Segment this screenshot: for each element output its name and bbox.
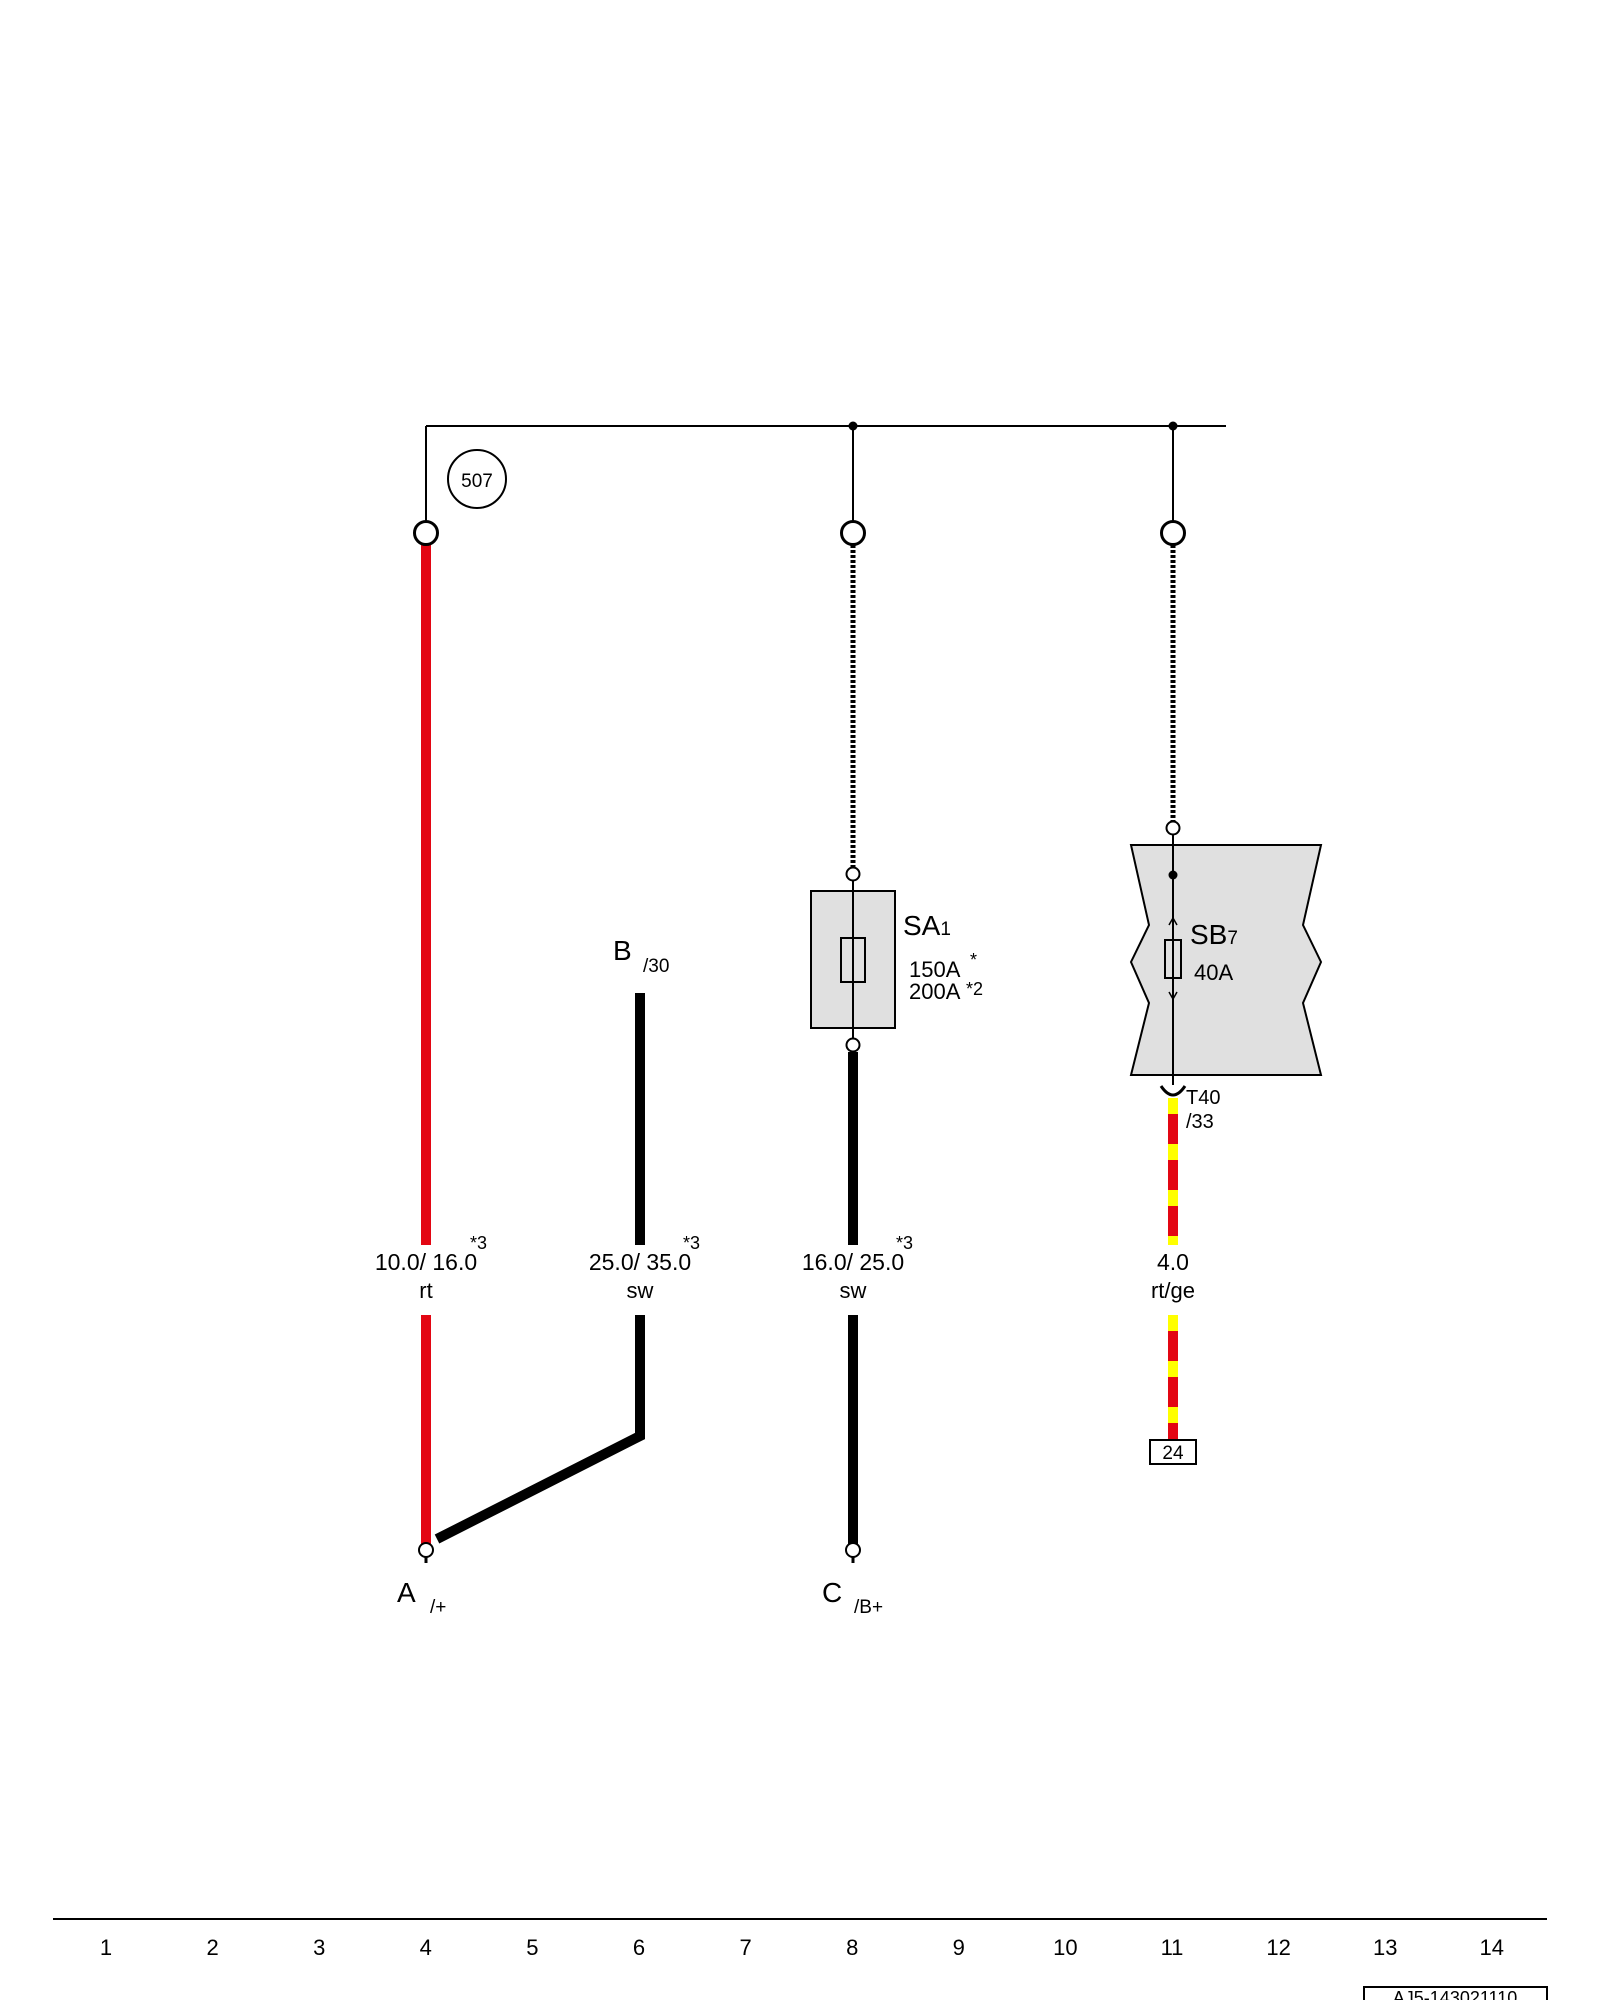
wire-color-code: sw bbox=[627, 1278, 654, 1303]
fuse-sa1-rating-2: 200A bbox=[909, 979, 961, 1004]
connector-C-pin: /B+ bbox=[854, 1597, 883, 1618]
fuse-sb7-name: SB bbox=[1190, 919, 1227, 950]
plug-t40-symbol bbox=[1159, 1085, 1187, 1097]
wire-label-col6: 25.0/ 35.0 *3 sw bbox=[589, 1233, 700, 1303]
wire-label-col11: 4.0 rt/ge bbox=[1151, 1249, 1195, 1303]
wire-label-col4: 10.0/ 16.0 *3 rt bbox=[375, 1233, 487, 1303]
fuse-sb7-contact-top bbox=[1168, 916, 1178, 926]
column-number: 14 bbox=[1480, 1935, 1504, 1960]
wire-note: *3 bbox=[896, 1233, 913, 1253]
column-number: 11 bbox=[1161, 1935, 1184, 1960]
column-number: 2 bbox=[206, 1935, 218, 1960]
bus-junction-col8 bbox=[848, 421, 858, 431]
wire-col6-lower bbox=[434, 1315, 645, 1544]
terminal-col4-top bbox=[413, 520, 439, 546]
bus-junction-col11 bbox=[1168, 421, 1178, 431]
reference-box-24: 24 bbox=[1149, 1439, 1197, 1465]
connector-B-pin: /30 bbox=[643, 956, 669, 977]
column-number: 10 bbox=[1053, 1935, 1077, 1960]
column-number: 12 bbox=[1266, 1935, 1290, 1960]
wire-size: 4.0 bbox=[1157, 1249, 1189, 1275]
fuse-sa1-input bbox=[845, 866, 861, 882]
fuse-sb7-junction bbox=[1168, 870, 1178, 880]
fuse-sa1-element bbox=[840, 937, 866, 983]
wire-color-code: rt/ge bbox=[1151, 1278, 1195, 1303]
wire-note: *3 bbox=[470, 1233, 487, 1253]
connector-C: C /B+ bbox=[822, 1542, 883, 1618]
wire-label-col8: 16.0/ 25.0 *3 sw bbox=[802, 1233, 913, 1303]
column-number: 9 bbox=[953, 1935, 965, 1960]
fuse-sa1-rating-2-note: *2 bbox=[966, 979, 983, 999]
fuse-sa1-labels: SA1 150A * 200A *2 bbox=[903, 910, 983, 1004]
svg-text:SA1: SA1 bbox=[903, 910, 951, 941]
column-number: 1 bbox=[100, 1935, 112, 1960]
fuse-sa1-rating-1-note: * bbox=[970, 950, 977, 970]
column-number: 5 bbox=[526, 1935, 538, 1960]
wire-color-code: rt bbox=[419, 1278, 432, 1303]
connector-A: A /+ bbox=[397, 1542, 446, 1618]
fuse-sb7-contact-bottom bbox=[1168, 991, 1178, 1001]
ground-point-507: 507 bbox=[447, 449, 507, 509]
connector-A-letter: A bbox=[397, 1577, 416, 1608]
reference-label: 24 bbox=[1162, 1443, 1184, 1464]
column-number: 4 bbox=[420, 1935, 432, 1960]
connector-B: B /30 bbox=[613, 935, 669, 977]
wire-size: 10.0/ 16.0 bbox=[375, 1249, 477, 1275]
fuse-sa1-rating-1: 150A bbox=[909, 957, 961, 982]
column-number: 3 bbox=[313, 1935, 325, 1960]
drawing-id: AJ5-143021110 bbox=[1393, 1988, 1517, 2000]
fuse-sb7-index: 7 bbox=[1227, 928, 1238, 949]
svg-text:SB7: SB7 bbox=[1190, 919, 1238, 950]
wire-color-code: sw bbox=[840, 1278, 867, 1303]
plug-t40-pin: /33 bbox=[1186, 1111, 1214, 1133]
fuse-sb7-element bbox=[1164, 939, 1182, 979]
wire-size: 25.0/ 35.0 bbox=[589, 1249, 691, 1275]
terminal-col8-top bbox=[840, 520, 866, 546]
ground-point-label: 507 bbox=[461, 471, 493, 492]
fuse-sa1-index: 1 bbox=[940, 919, 951, 940]
connector-B-letter: B bbox=[613, 935, 632, 966]
connector-A-pin: /+ bbox=[430, 1597, 446, 1618]
terminal-col11-top bbox=[1160, 520, 1186, 546]
wire-note: *3 bbox=[683, 1233, 700, 1253]
fuse-sb7-rating: 40A bbox=[1194, 960, 1233, 985]
fuse-sa1-name: SA bbox=[903, 910, 941, 941]
fuse-sa1-output bbox=[845, 1037, 861, 1053]
drawing-id-box: AJ5-143021110 bbox=[1363, 1986, 1548, 2000]
column-number: 13 bbox=[1373, 1935, 1397, 1960]
column-number: 6 bbox=[633, 1935, 645, 1960]
plug-t40-name: T40 bbox=[1186, 1087, 1220, 1109]
column-number: 8 bbox=[846, 1935, 858, 1960]
connector-C-letter: C bbox=[822, 1577, 842, 1608]
column-number: 7 bbox=[739, 1935, 751, 1960]
fuse-holder-sb7 bbox=[1129, 844, 1323, 1076]
fuse-sb7-labels: SB7 40A bbox=[1190, 919, 1238, 985]
wire-size: 16.0/ 25.0 bbox=[802, 1249, 904, 1275]
fuse-sb7-input bbox=[1165, 820, 1181, 836]
